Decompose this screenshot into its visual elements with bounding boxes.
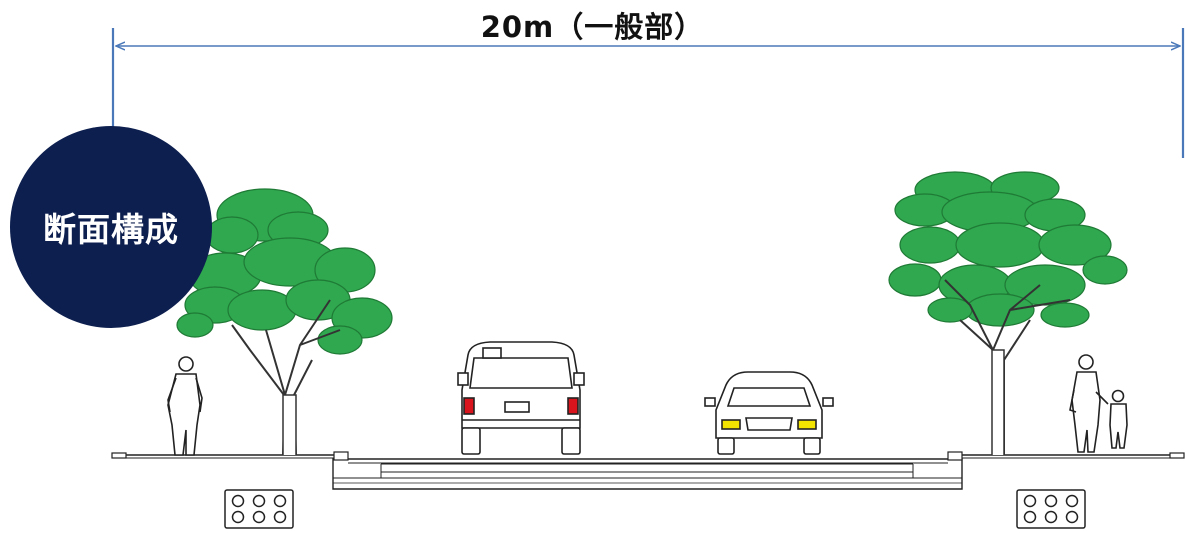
tree-icon xyxy=(888,171,1128,456)
section-badge-label: 断面構成 xyxy=(43,210,179,249)
dimension-label: 20m（一般部） xyxy=(480,10,705,44)
utility-conduit-icon xyxy=(224,489,294,529)
tree-icon xyxy=(176,188,393,456)
utility-conduit-icon xyxy=(1016,489,1086,529)
road-cross-section xyxy=(111,451,1185,490)
section-badge: 断面構成 xyxy=(10,126,212,328)
dimension-line xyxy=(111,28,1185,158)
pedestrian-icon xyxy=(167,356,203,456)
sedan-front-icon xyxy=(704,371,834,455)
suv-rear-icon xyxy=(457,341,585,455)
parent-with-child-icon xyxy=(1069,354,1128,453)
